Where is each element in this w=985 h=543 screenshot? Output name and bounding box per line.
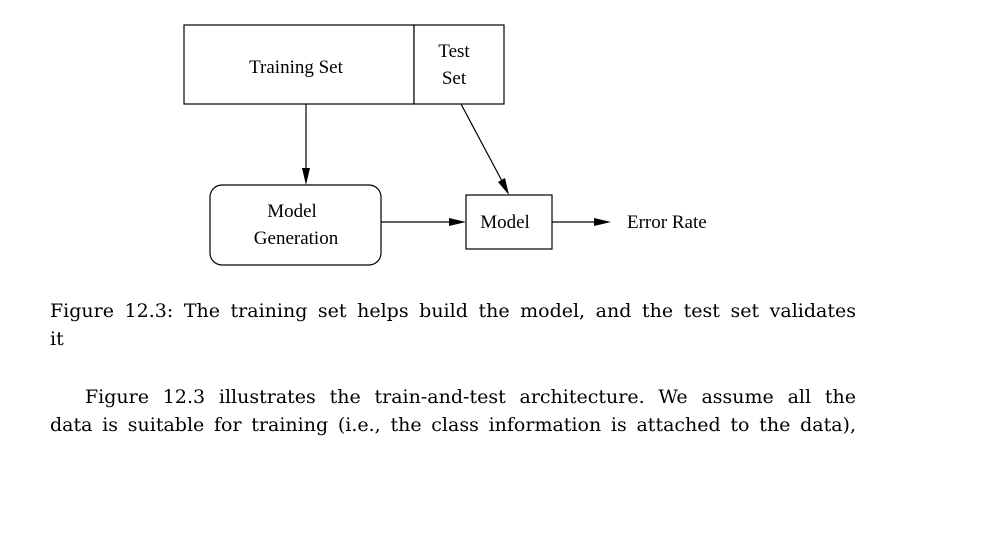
body-paragraph: Figure 12.3 illustrates the train-and-te… bbox=[50, 383, 856, 439]
arrowhead-test-to-model bbox=[498, 178, 509, 195]
caption-line-2: it bbox=[50, 328, 64, 350]
model-generation-box bbox=[209, 184, 382, 266]
paragraph-line-2: data is suitable for training (i.e., the… bbox=[50, 414, 856, 436]
test-set-label-line1: Test bbox=[438, 41, 470, 62]
figure-caption: Figure 12.3: The training set helps buil… bbox=[50, 297, 856, 353]
model-box bbox=[465, 194, 553, 250]
arrow-test-to-model bbox=[460, 103, 503, 182]
training-set-label: Training Set bbox=[249, 57, 344, 78]
test-set-label-line2: Set bbox=[442, 68, 467, 89]
test-set-box bbox=[413, 24, 505, 105]
arrowhead-training-to-generation bbox=[302, 168, 310, 185]
model-generation-label-line1: Model bbox=[267, 201, 317, 222]
model-label: Model bbox=[480, 212, 530, 233]
error-rate-label: Error Rate bbox=[627, 212, 707, 233]
arrowhead-generation-to-model bbox=[449, 218, 466, 226]
train-test-diagram: Training Set Test Set Model Generation M… bbox=[183, 24, 707, 266]
arrowhead-model-to-error-rate bbox=[594, 218, 611, 226]
model-generation-label-line2: Generation bbox=[254, 228, 339, 249]
training-set-box bbox=[183, 24, 415, 105]
paragraph-line-1: Figure 12.3 illustrates the train-and-te… bbox=[85, 386, 856, 408]
caption-line-1: Figure 12.3: The training set helps buil… bbox=[50, 300, 856, 322]
